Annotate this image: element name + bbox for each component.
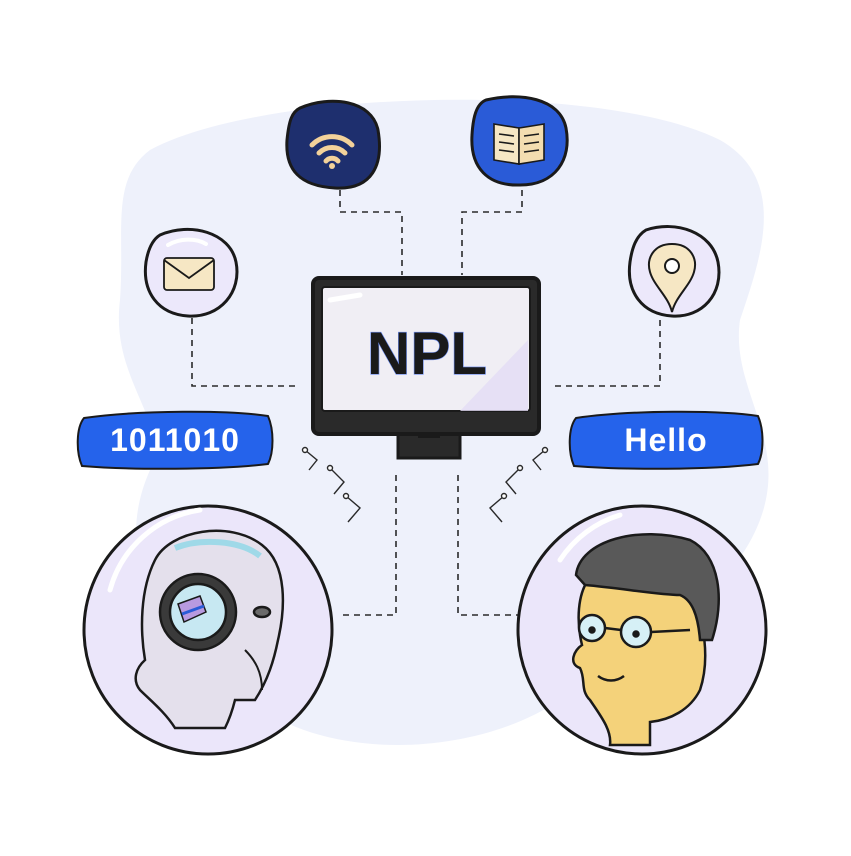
hello-badge: Hello xyxy=(568,410,764,470)
wifi-icon xyxy=(309,134,355,164)
binary-badge-text: 1011010 xyxy=(110,422,240,458)
monitor-screen xyxy=(321,286,531,412)
signal-doodles-left xyxy=(301,446,361,523)
book-tile xyxy=(470,95,569,187)
dashed-connectors xyxy=(191,190,661,616)
monitor: NPL xyxy=(311,276,541,460)
robot-circle xyxy=(82,504,334,756)
monitor-label: NPL xyxy=(367,320,487,387)
signal-doodles-right xyxy=(489,446,549,523)
location-pin-icon xyxy=(648,242,696,313)
mail-bubble xyxy=(143,227,239,318)
open-book-icon xyxy=(493,123,545,165)
robot-head-icon xyxy=(134,529,285,730)
pin-bubble xyxy=(627,225,721,318)
binary-badge: 1011010 xyxy=(76,410,274,470)
hello-badge-text: Hello xyxy=(624,422,707,458)
person-with-glasses-icon xyxy=(572,533,720,747)
envelope-icon xyxy=(163,257,215,291)
person-circle xyxy=(516,504,768,756)
wifi-tile xyxy=(285,99,381,190)
